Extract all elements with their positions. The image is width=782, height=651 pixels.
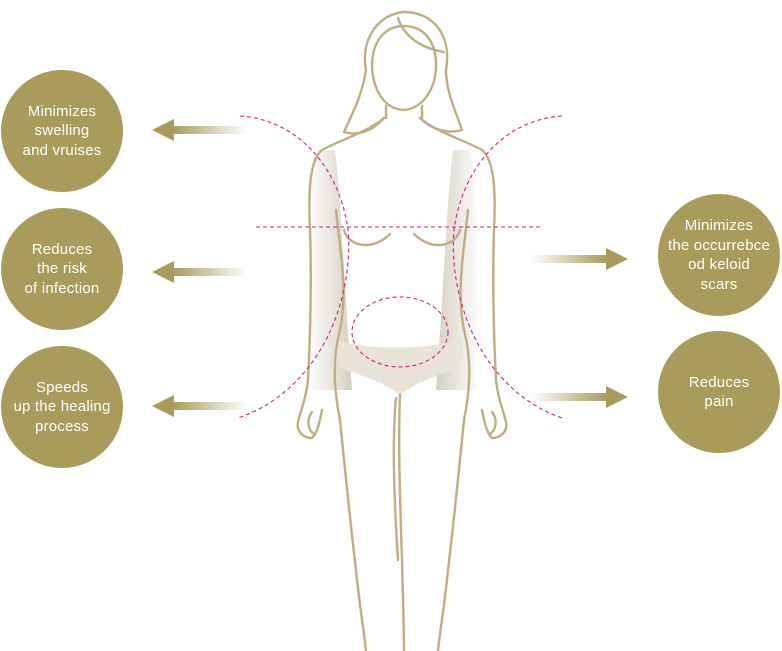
benefit-text: Minimizes the occurrebce od keloid scars (667, 217, 771, 293)
benefit-badge-infection: Reduces the risk of infection (1, 208, 123, 330)
benefit-badge-keloid: Minimizes the occurrebce od keloid scars (658, 194, 780, 316)
left-arrows (152, 119, 248, 417)
gradient-arrow-icon (152, 395, 248, 417)
benefit-text: Reduces pain (688, 373, 750, 411)
benefit-badge-swelling: Minimizes swelling and vruises (1, 70, 123, 192)
benefit-badge-healing: Speeds up the healing process (1, 346, 123, 468)
gradient-arrow-icon (530, 386, 628, 408)
gradient-arrow-icon (152, 119, 248, 141)
right-arrows (530, 248, 628, 408)
right-shading (436, 150, 481, 390)
benefit-badge-pain: Reduces pain (658, 331, 780, 453)
benefit-text: Minimizes swelling and vruises (22, 102, 102, 159)
gradient-arrow-icon (530, 248, 628, 270)
benefit-text: Speeds up the healing process (13, 378, 111, 435)
gradient-arrow-icon (152, 261, 248, 283)
benefit-text: Reduces the risk of infection (24, 240, 100, 297)
female-body-outline-icon (296, 10, 508, 651)
treatment-zones (237, 115, 563, 419)
